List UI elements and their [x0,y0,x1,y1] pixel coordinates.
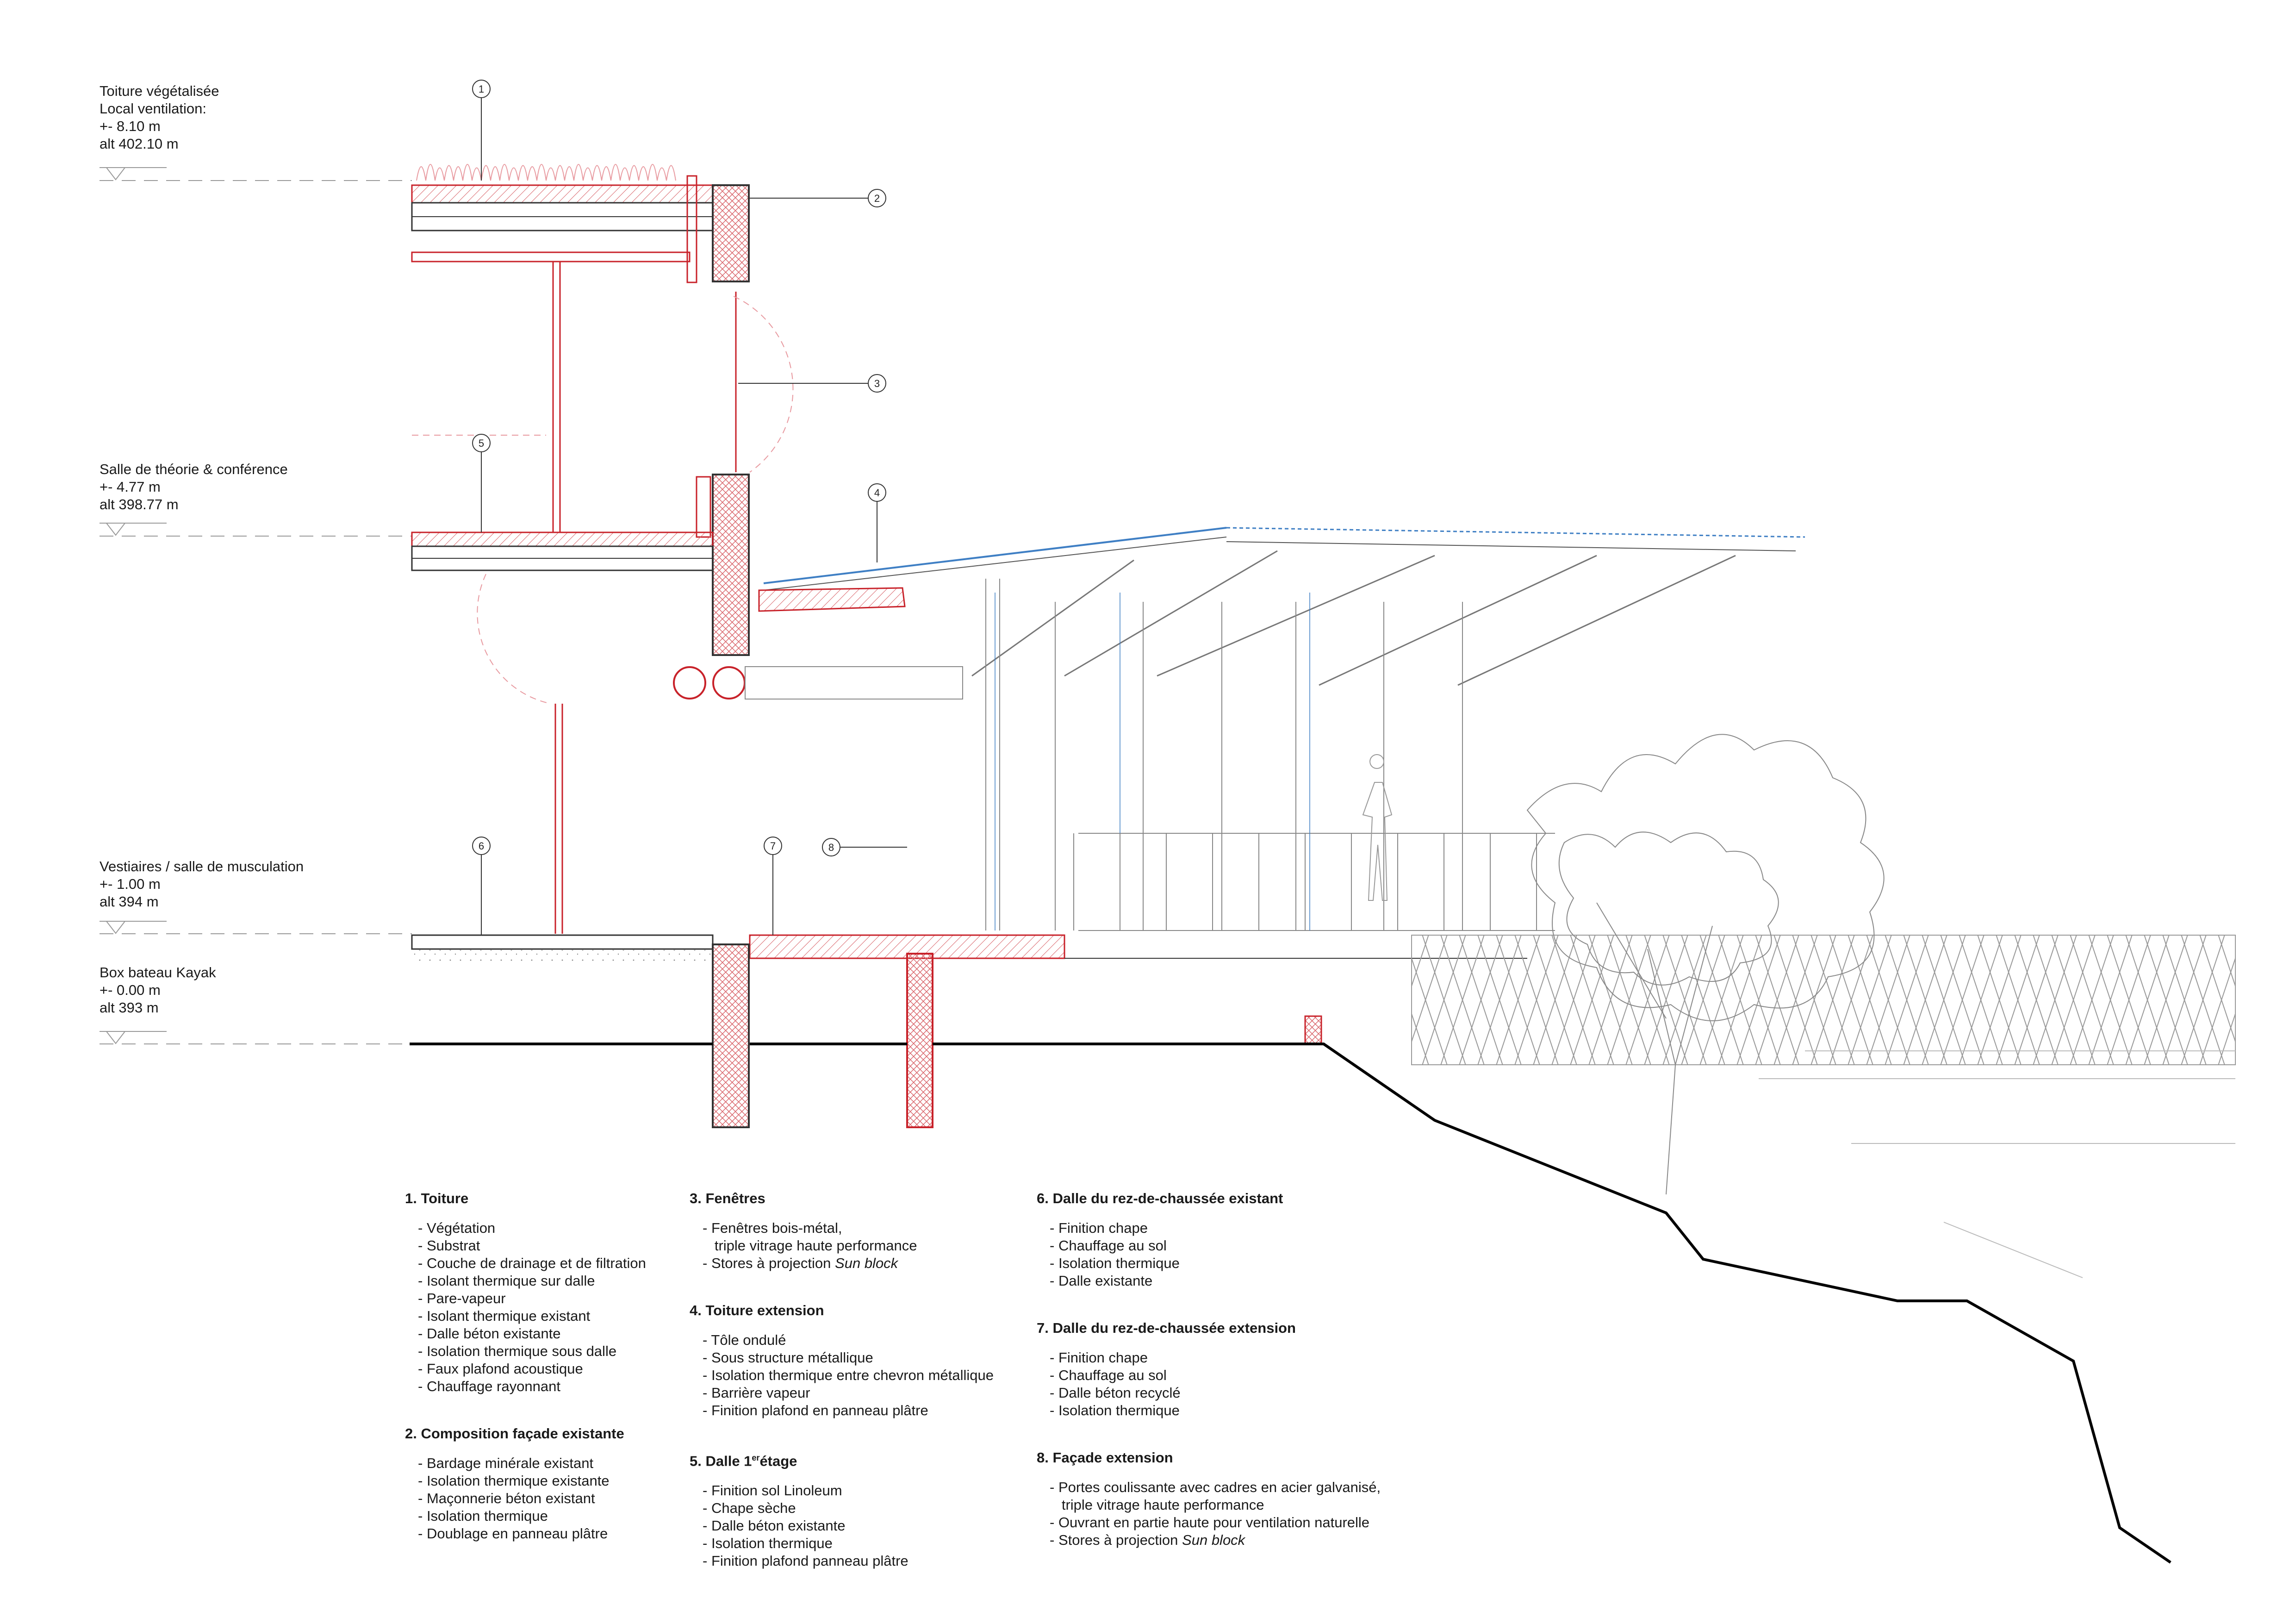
level-label-first: Salle de théorie & conférence +- 4.77 m … [100,461,288,512]
legend-title-7: 7. Dalle du rez-de-chaussée extension [1037,1320,1296,1336]
callout-2: 2 [874,193,880,204]
level-label-kayak: Box bateau Kayak +- 0.00 m alt 393 m [100,964,216,1016]
legend-list-2: Bardage minérale existant Isolation ther… [405,1455,646,1543]
legend-column-2: 3. Fenêtres Fenêtres bois-métal, triple … [690,1190,994,1599]
ground-slabs [411,934,1527,963]
legend-column-3: 6. Dalle du rez-de-chaussée existant Fin… [1037,1190,1381,1579]
legend-title-8: 8. Façade extension [1037,1449,1173,1466]
level-lines [100,167,412,1044]
level-label-ground: Vestiaires / salle de musculation +- 1.0… [100,858,304,910]
legend-title-1: 1. Toiture [405,1190,469,1206]
roof-slab [411,164,714,262]
callout-3: 3 [874,378,880,389]
first-floor-slab [411,531,714,571]
extension-roof [758,527,1805,686]
legend-list-5: Finition sol Linoleum Chape sèche Dalle … [690,1482,994,1570]
legend-title-4: 4. Toiture extension [690,1302,824,1318]
callout-7: 7 [770,840,776,852]
lattice-fence [1411,935,2236,1065]
callouts [472,80,907,935]
legend-column-1: 1. Toiture Végétation Substrat Couche de… [405,1190,646,1572]
callout-8: 8 [828,842,834,853]
legend-title-3: 3. Fenêtres [690,1190,765,1206]
callout-4: 4 [874,487,880,499]
legend-list-4: Tôle ondulé Sous structure métallique Is… [690,1331,994,1419]
callout-1: 1 [479,83,484,95]
legend-list-3: Fenêtres bois-métal, triple vitrage haut… [690,1219,994,1272]
legend-title-5: 5. Dalle 1erétage [690,1453,797,1469]
facade-upper [686,175,750,656]
legend-list-1: Végétation Substrat Couche de drainage e… [405,1219,646,1395]
extension-columns [985,579,1555,931]
callout-numbers: 1 2 3 4 5 6 7 8 [479,83,880,853]
tree [1526,734,1885,1195]
legend-title-2: 2. Composition façade existante [405,1425,624,1442]
person-silhouette [1362,754,1393,901]
ventilation-ducts [673,666,963,700]
legend-list-7: Finition chape Chauffage au sol Dalle bé… [1037,1349,1381,1419]
legend-title-6: 6. Dalle du rez-de-chaussée existant [1037,1190,1283,1206]
foundations [712,943,1322,1128]
legend-list-8: Portes coulissante avec cadres en acier … [1037,1479,1381,1549]
legend-list-6: Finition chape Chauffage au sol Isolatio… [1037,1219,1381,1290]
level-label-roof: Toiture végétalisée Local ventilation: +… [100,83,219,152]
callout-5: 5 [479,437,484,449]
callout-6: 6 [479,840,484,852]
